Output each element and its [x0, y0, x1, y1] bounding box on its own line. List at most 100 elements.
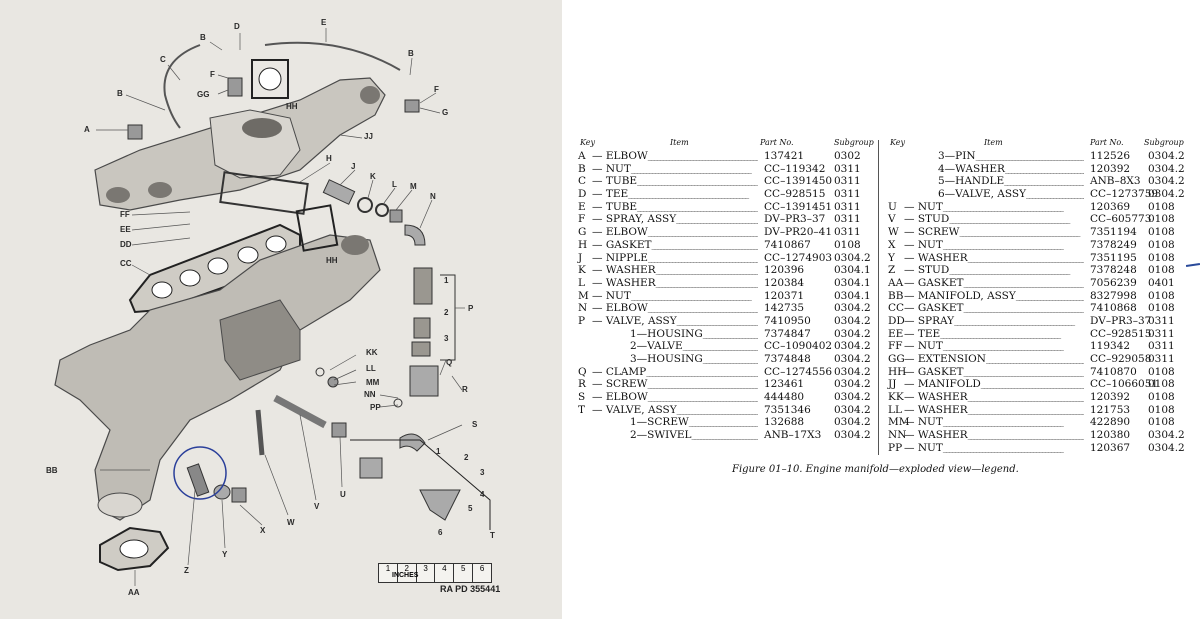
callout-f: F: [210, 70, 215, 79]
callout-y: Y: [222, 550, 228, 559]
callout-t3: 3: [480, 468, 485, 477]
callout-cc: CC: [120, 259, 132, 268]
legend-part-number: 120392: [1090, 162, 1131, 175]
legend-subgroup: 0108: [1148, 238, 1175, 251]
legend-subgroup: 0304.1: [834, 289, 871, 302]
callout-z: Z: [184, 566, 189, 575]
callout-ee: EE: [120, 225, 131, 234]
legend-subgroup: 0304.2: [1148, 150, 1185, 162]
header-item: Item: [670, 138, 689, 147]
scale-tick: 5: [454, 564, 474, 582]
callout-r: R: [462, 385, 468, 394]
callout-v: V: [314, 502, 320, 511]
legend-row: 4—WASHER1203920304.2: [882, 163, 1198, 176]
legend-header: Key Item Part No. Subgroup: [574, 138, 874, 150]
legend-subgroup: 0304.2: [1148, 175, 1185, 188]
legend-subgroup: 0108: [1148, 289, 1175, 302]
legend-key: AA: [888, 276, 904, 289]
legend-part-number: 132688: [764, 416, 805, 429]
callout-mm: MM: [366, 378, 380, 387]
legend-row: CC— GASKET74108680108: [882, 302, 1198, 315]
legend-part-number: 119342: [1090, 340, 1131, 353]
legend-key: NN: [888, 429, 907, 442]
legend-item: — GASKET: [904, 366, 1084, 378]
legend-item: — ELBOW: [592, 150, 758, 162]
legend-subgroup: 0311: [834, 226, 861, 239]
legend-subgroup: 0108: [1148, 264, 1175, 277]
legend-key: W: [888, 226, 899, 239]
legend-item: — VALVE, ASSY: [592, 315, 758, 327]
legend-item: — NUT: [904, 416, 1084, 428]
legend-key: LL: [888, 403, 902, 416]
legend-row: Z— STUD73782480108: [882, 264, 1198, 277]
legend-row: R— SCREW1234610304.2: [574, 378, 874, 391]
legend-key: N: [578, 302, 588, 315]
legend-subgroup: 0311: [1148, 314, 1175, 327]
legend-subgroup: 0304.2: [834, 327, 871, 340]
legend-key: E: [578, 200, 586, 213]
legend-item: — NUT: [904, 442, 1084, 454]
legend-subgroup: 0311: [1148, 353, 1175, 365]
legend-key: A: [578, 150, 586, 162]
legend-part-number: DV–PR3–37: [1090, 314, 1152, 327]
legend-subgroup: 0304.2: [834, 251, 871, 264]
callout-m: M: [410, 182, 417, 191]
legend-subgroup: 0108: [1148, 226, 1175, 239]
legend-part-number: CC–928515: [1090, 327, 1152, 340]
legend-key: CC: [888, 302, 905, 315]
legend-subgroup: 0304.2: [834, 391, 871, 404]
legend-part-number: 120371: [764, 289, 805, 302]
legend-item: — WASHER: [904, 404, 1084, 416]
bracket-t-shape: [350, 439, 491, 530]
legend-item: — SCREW: [592, 378, 758, 390]
legend-item: — GASKET: [592, 239, 758, 251]
legend-part-number: 121753: [1090, 403, 1131, 416]
legend-subgroup: 0108: [1148, 391, 1175, 404]
legend-item: — TUBE: [592, 175, 758, 187]
callout-q: Q: [446, 358, 453, 367]
legend-item: — WASHER: [592, 264, 758, 276]
legend-subgroup: 0304.2: [834, 353, 871, 365]
exploded-view-diagram: A B C B D E F GG HH B F G JJ H J K L M N…: [0, 0, 562, 619]
legend-part-number: DV–PR3–37: [764, 213, 826, 226]
legend-part-number: 7410870: [1090, 365, 1137, 378]
legend-row: 3—HOUSING73748480304.2: [574, 353, 874, 366]
tube-e-shape: [264, 41, 401, 71]
legend-part-number: CC–1391451: [764, 200, 833, 213]
legend-item: — WASHER: [904, 252, 1084, 264]
legend-row: H— GASKET74108670108: [574, 239, 874, 252]
legend-part-number: CC–1066051: [1090, 378, 1159, 391]
legend-rows-right: 3—PIN1125260304.24—WASHER1203920304.25—H…: [882, 150, 1198, 455]
legend-subgroup: 0304.2: [834, 403, 871, 416]
legend-part-number: 120392: [1090, 391, 1131, 404]
legend-subgroup: 0311: [834, 200, 861, 213]
scale-tick: 3: [417, 564, 436, 582]
legend-item: 2—VALVE: [630, 340, 758, 352]
legend-key: V: [888, 213, 896, 226]
legend-subgroup: 0108: [1148, 200, 1175, 213]
header-subgroup: Subgroup: [834, 138, 874, 147]
legend-subgroup: 0401: [1148, 276, 1175, 289]
legend-subgroup: 0311: [1148, 340, 1175, 353]
legend-row: NN— WASHER1203800304.2: [882, 429, 1198, 442]
header-part: Part No.: [760, 138, 794, 147]
legend-key: Y: [888, 251, 895, 264]
legend-subgroup: 0304.2: [1148, 441, 1185, 454]
callout-bb: BB: [46, 466, 58, 475]
legend-row: P— VALVE, ASSY74109500304.2: [574, 315, 874, 328]
legend-subgroup: 0304.2: [834, 302, 871, 315]
legend-row: PP— NUT1203670304.2: [882, 442, 1198, 455]
legend-subgroup: 0108: [1148, 378, 1175, 391]
legend-part-number: ANB–17X3: [764, 429, 822, 442]
legend-key: D: [578, 188, 587, 201]
legend-row: A— ELBOW1374210302: [574, 150, 874, 163]
legend-item: — ELBOW: [592, 391, 758, 403]
